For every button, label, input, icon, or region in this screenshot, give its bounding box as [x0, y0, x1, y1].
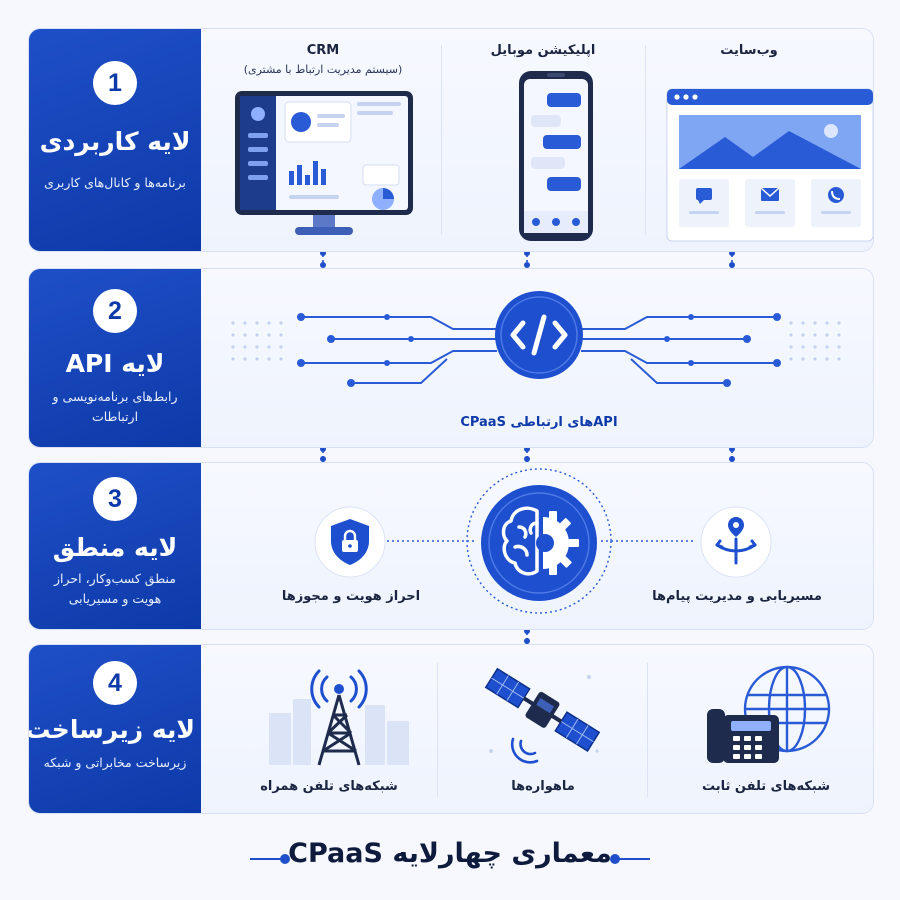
crm-monitor-icon	[235, 91, 413, 235]
mobile-networks-caption: شبکه‌های تلفن همراه	[260, 779, 398, 794]
code-icon	[495, 291, 583, 379]
application-layer: 1 لایه کاربردی برنامه‌ها و کانال‌های کار…	[28, 28, 874, 252]
fixed-networks-caption: شبکه‌های تلفن ثابت	[701, 779, 831, 794]
footer-dot-left	[280, 854, 290, 864]
layer-number-2: 2	[93, 289, 137, 333]
api-layer-title: لایه API	[65, 349, 165, 378]
application-layer-content: CRM (سیستم مدیریت ارتباط با مشتری)	[201, 29, 873, 251]
route-split-icon	[700, 506, 772, 578]
cell-tower-icon	[269, 669, 409, 766]
logic-layer-label: 3 لایه منطق منطق کسب‌وکار، احراز هویت و …	[29, 463, 201, 629]
footer-rule-right	[616, 858, 650, 860]
layer-number-3: 3	[93, 477, 137, 521]
auth-caption: احراز هویت و مجوزها	[281, 589, 421, 604]
footer-rule-left	[250, 858, 284, 860]
infrastructure-layer: 4 لایه زیرساخت زیرساخت مخابراتی و شبکه	[28, 644, 874, 814]
logic-layer-description: منطق کسب‌وکار، احراز هویت و مسیریابی	[54, 571, 176, 606]
api-layer-description: رابط‌های برنامه‌نویسی و ارتباطات	[52, 389, 178, 424]
api-layer-content: APIهای ارتباطی CPaaS	[201, 269, 873, 447]
api-layer-label: 2 لایه API رابط‌های برنامه‌نویسی و ارتبا…	[29, 269, 201, 447]
satellites-caption: ماهواره‌ها	[511, 779, 575, 794]
layer-number-1: 1	[93, 61, 137, 105]
website-title: وب‌سایت	[720, 43, 778, 58]
mobile-app-title: اپلیکیشن موبایل	[490, 43, 596, 58]
api-layer: 2 لایه API رابط‌های برنامه‌نویسی و ارتبا…	[28, 268, 874, 448]
logic-layer: 3 لایه منطق منطق کسب‌وکار، احراز هویت و …	[28, 462, 874, 630]
smartphone-icon	[519, 71, 593, 241]
shield-lock-icon	[314, 506, 386, 578]
browser-icon	[666, 88, 873, 242]
routing-caption: مسیریابی و مدیریت پیام‌ها	[652, 589, 822, 604]
logic-links	[387, 468, 695, 614]
logic-layer-content: احراز هویت و مجوزها	[201, 463, 873, 629]
footer-title: معماری چهارلایه CPaaS	[288, 838, 612, 869]
infrastructure-layer-description: زیرساخت مخابراتی و شبکه	[43, 755, 187, 770]
brain-gear-icon	[481, 485, 597, 601]
application-layer-title: لایه کاربردی	[39, 127, 191, 156]
application-layer-label: 1 لایه کاربردی برنامه‌ها و کانال‌های کار…	[29, 29, 201, 251]
application-layer-description: برنامه‌ها و کانال‌های کاربری	[44, 175, 186, 190]
infrastructure-layer-label: 4 لایه زیرساخت زیرساخت مخابراتی و شبکه	[29, 645, 201, 813]
layer-number-4: 4	[93, 661, 137, 705]
infrastructure-layer-content: شبکه‌های تلفن همراه ماهواره‌ها	[201, 645, 873, 813]
infrastructure-layer-title: لایه زیرساخت	[28, 715, 195, 744]
satellite-icon	[484, 667, 601, 764]
globe-icon	[743, 665, 831, 753]
crm-title: CRM	[306, 43, 340, 58]
api-caption: APIهای ارتباطی CPaaS	[460, 415, 618, 430]
footer-dot-right	[610, 854, 620, 864]
desk-phone-icon	[707, 709, 779, 763]
crm-subtitle: (سیستم مدیریت ارتباط با مشتری)	[243, 63, 403, 76]
circuit-traces	[231, 313, 841, 387]
logic-layer-title: لایه منطق	[52, 533, 178, 562]
